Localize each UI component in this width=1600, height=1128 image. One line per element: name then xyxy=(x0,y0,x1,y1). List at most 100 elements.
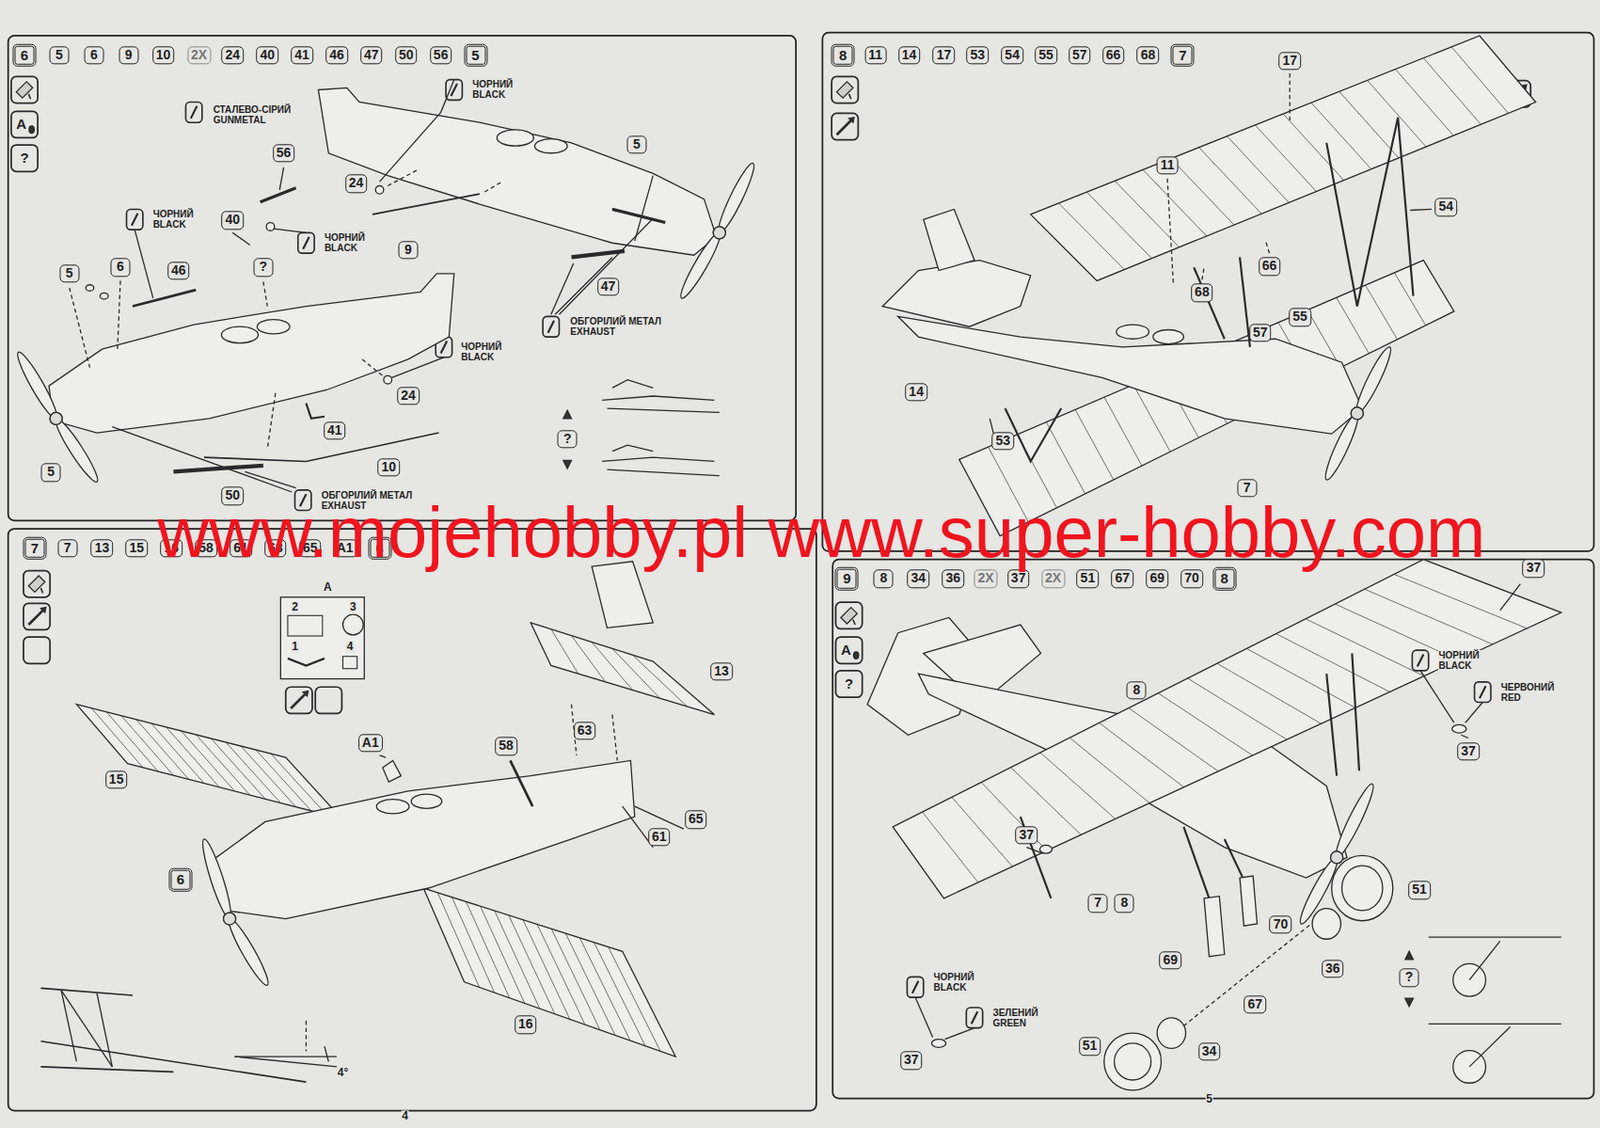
round-part xyxy=(1312,908,1341,940)
callout-number: 47 xyxy=(597,277,620,296)
part-outline xyxy=(892,559,1562,899)
drawn-line xyxy=(380,755,387,758)
round-part xyxy=(712,226,726,239)
drawn-line xyxy=(612,208,666,222)
round-part xyxy=(411,793,443,808)
drawn-line xyxy=(484,181,502,192)
color-note: ЧОРНИЙ BLACK xyxy=(152,208,211,230)
part-outline xyxy=(1405,998,1414,1007)
drawn-line xyxy=(612,380,653,389)
callout-number: 37 xyxy=(1457,742,1480,761)
drawn-line xyxy=(255,749,312,811)
instruction-icon xyxy=(315,686,342,713)
drawn-line xyxy=(61,990,112,1067)
drawn-line xyxy=(951,796,1013,867)
callout-number: 67 xyxy=(1244,995,1268,1014)
drawn-line xyxy=(551,928,601,1030)
drawn-line xyxy=(466,901,510,998)
drawn-line xyxy=(1326,117,1413,307)
drawn-line xyxy=(606,469,719,476)
part-label: 4 xyxy=(346,640,355,653)
drawn-line xyxy=(571,635,606,682)
drawn-line xyxy=(151,723,205,784)
part-label: 4° xyxy=(336,1067,349,1080)
drawn-line xyxy=(1469,940,1501,980)
drawn-line xyxy=(279,167,284,191)
drawn-line xyxy=(441,340,448,353)
drawn-line xyxy=(1157,693,1252,756)
drawn-line xyxy=(1265,239,1269,254)
callout-number: ? xyxy=(1399,968,1420,987)
drawn-line xyxy=(1217,663,1322,724)
drawn-line xyxy=(210,738,266,799)
fret-frame xyxy=(280,597,365,680)
drawn-line xyxy=(305,403,325,419)
part-outline xyxy=(1239,875,1257,926)
callout-number: 9 xyxy=(397,240,418,259)
drawn-line xyxy=(558,218,653,315)
callout-number: 69 xyxy=(1145,570,1169,588)
callout-number: 5 xyxy=(48,46,69,64)
callout-number: 37 xyxy=(1007,570,1030,588)
fret-part xyxy=(287,615,323,636)
drawn-line xyxy=(372,193,480,215)
panel-frame xyxy=(822,32,1594,552)
drawn-line xyxy=(509,760,533,807)
drawn-line xyxy=(132,289,196,306)
callout-number: ? xyxy=(253,258,273,277)
color-note: ЧЕРВОНИЙ RED xyxy=(1500,681,1564,703)
drawn-line xyxy=(1305,618,1425,677)
color-note: ЧОРНИЙ BLACK xyxy=(323,232,382,254)
drawn-line xyxy=(28,94,31,99)
drawn-line xyxy=(134,229,154,299)
drawn-line xyxy=(1142,169,1207,237)
callout-number: 36 xyxy=(1321,959,1345,978)
callout-number: 9 xyxy=(118,46,139,64)
callout-number: A1 xyxy=(358,733,383,752)
drawn-line xyxy=(591,642,633,691)
drawn-line xyxy=(260,188,297,203)
drawn-line xyxy=(91,708,143,768)
part-outline xyxy=(1030,35,1537,281)
drawn-line xyxy=(1011,767,1082,836)
drawn-line xyxy=(1417,654,1425,667)
drawn-line xyxy=(1224,839,1244,878)
drawn-line xyxy=(922,811,979,883)
step-number: 6 xyxy=(13,43,37,67)
icon-letter: ? xyxy=(844,676,854,693)
drawn-line xyxy=(240,745,297,808)
drawn-line xyxy=(131,213,139,226)
round-part xyxy=(1330,851,1344,864)
paint-icon xyxy=(906,976,923,998)
callout-number: 6 xyxy=(83,46,104,64)
part-outline xyxy=(208,760,634,919)
paint-icon xyxy=(126,208,143,230)
drawn-line xyxy=(915,997,933,1037)
callout-number: 56 xyxy=(429,46,453,64)
drawn-line xyxy=(1367,79,1426,147)
round-part xyxy=(931,1039,946,1048)
drawn-line xyxy=(612,648,661,698)
round-part xyxy=(49,411,63,425)
drawn-line xyxy=(28,610,43,625)
drawn-line xyxy=(1086,191,1152,259)
propeller-blade xyxy=(223,915,272,988)
drawn-line xyxy=(305,1020,307,1052)
callout-number: 14 xyxy=(904,382,928,401)
drawn-line xyxy=(565,933,616,1035)
panel-frame xyxy=(832,559,1594,1099)
round-part xyxy=(223,912,237,925)
drawn-line xyxy=(40,1041,306,1082)
round-part xyxy=(1342,865,1383,911)
drawn-line xyxy=(1254,125,1316,192)
callout-number: 40 xyxy=(221,211,245,230)
callout-number: 36 xyxy=(941,570,965,588)
drawn-line xyxy=(437,892,479,988)
drawn-line xyxy=(612,714,618,761)
part-outline xyxy=(48,273,455,433)
callout-number: 41 xyxy=(290,46,314,64)
drawn-line xyxy=(270,753,327,815)
round-part xyxy=(1156,1017,1186,1049)
callout-number: 34 xyxy=(907,570,931,588)
round-part xyxy=(1153,329,1185,344)
